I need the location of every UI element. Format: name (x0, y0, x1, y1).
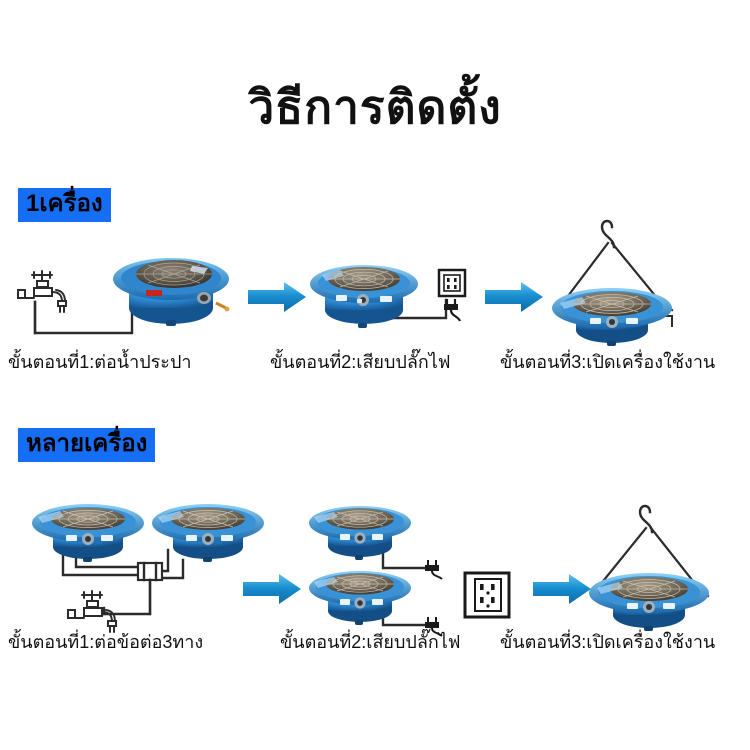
power-plug-icon-bottom (424, 615, 446, 637)
flow-arrow-2-to-3 (485, 280, 545, 314)
mist-fan-device-multi-right (148, 495, 270, 565)
mist-fan-device-hanging-multi (585, 570, 715, 632)
step-caption-2-3: ขั้นตอนที่3:เปิดเครื่องใช้งาน (500, 632, 716, 652)
flow-arrow-1-to-2 (248, 280, 308, 314)
step-caption-2-1: ขั้นตอนที่1:ต่อข้อต่อ3ทาง (8, 632, 204, 652)
mist-fan-device-step1 (108, 246, 234, 330)
section-badge-multiple-units: หลายเครื่อง (18, 428, 156, 462)
faucet-icon (12, 266, 76, 318)
wall-outlet-icon (436, 268, 476, 324)
step-caption-1-3: ขั้นตอนที่3:เปิดเครื่องใช้งาน (500, 352, 716, 372)
flow-arrow-multi-1-to-2 (243, 572, 303, 606)
step-caption-1-1: ขั้นตอนที่1:ต่อน้ำประปา (8, 352, 192, 372)
flow-arrow-multi-2-to-3 (533, 572, 593, 606)
section-badge-single-unit: 1เครื่อง (18, 188, 111, 222)
mist-fan-device-multi-plug-top (305, 497, 417, 563)
mist-fan-device-multi-left (28, 495, 150, 565)
mist-fan-device-multi-plug-bottom (305, 562, 417, 628)
faucet-icon-multi (62, 586, 126, 638)
page-title: วิธีการติดตั้ง (248, 81, 502, 133)
wall-outlet-icon-multi (462, 570, 514, 622)
power-plug-icon-top (424, 558, 446, 580)
step-caption-2-2: ขั้นตอนที่2:เสียบปลั๊กไฟ (280, 632, 461, 652)
step-caption-1-2: ขั้นตอนที่2:เสียบปลั๊กไฟ (270, 352, 451, 372)
mist-fan-device-step2 (306, 253, 422, 331)
mist-fan-device-hanging-step3 (548, 285, 678, 347)
